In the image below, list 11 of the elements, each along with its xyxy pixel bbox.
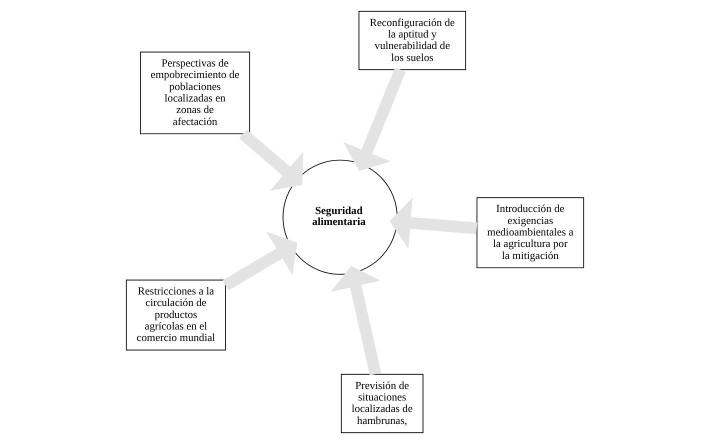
arrow: [222, 231, 297, 290]
arrow: [330, 266, 381, 376]
node-box: Introducción de exigencias medioambientales a la agricultura por la mitigación: [476, 197, 584, 268]
arrow: [342, 67, 406, 172]
node-circle: Seguridad alimentaria: [282, 160, 398, 275]
node-box: Previsión de situaciones localizadas de hambrunas,: [340, 374, 423, 434]
arrow: [389, 198, 477, 248]
node-box: Reconfiguración de la aptitud y vulnerabilidad de los suelos: [358, 10, 466, 70]
node-box: Restricciones a la circulación de productos agrícolas en el comercio mundial: [125, 280, 226, 350]
node-box: Perspectivas de empobrecimiento de poblaciones localizadas en zonas de afectación: [140, 52, 250, 134]
arrow: [238, 130, 303, 191]
